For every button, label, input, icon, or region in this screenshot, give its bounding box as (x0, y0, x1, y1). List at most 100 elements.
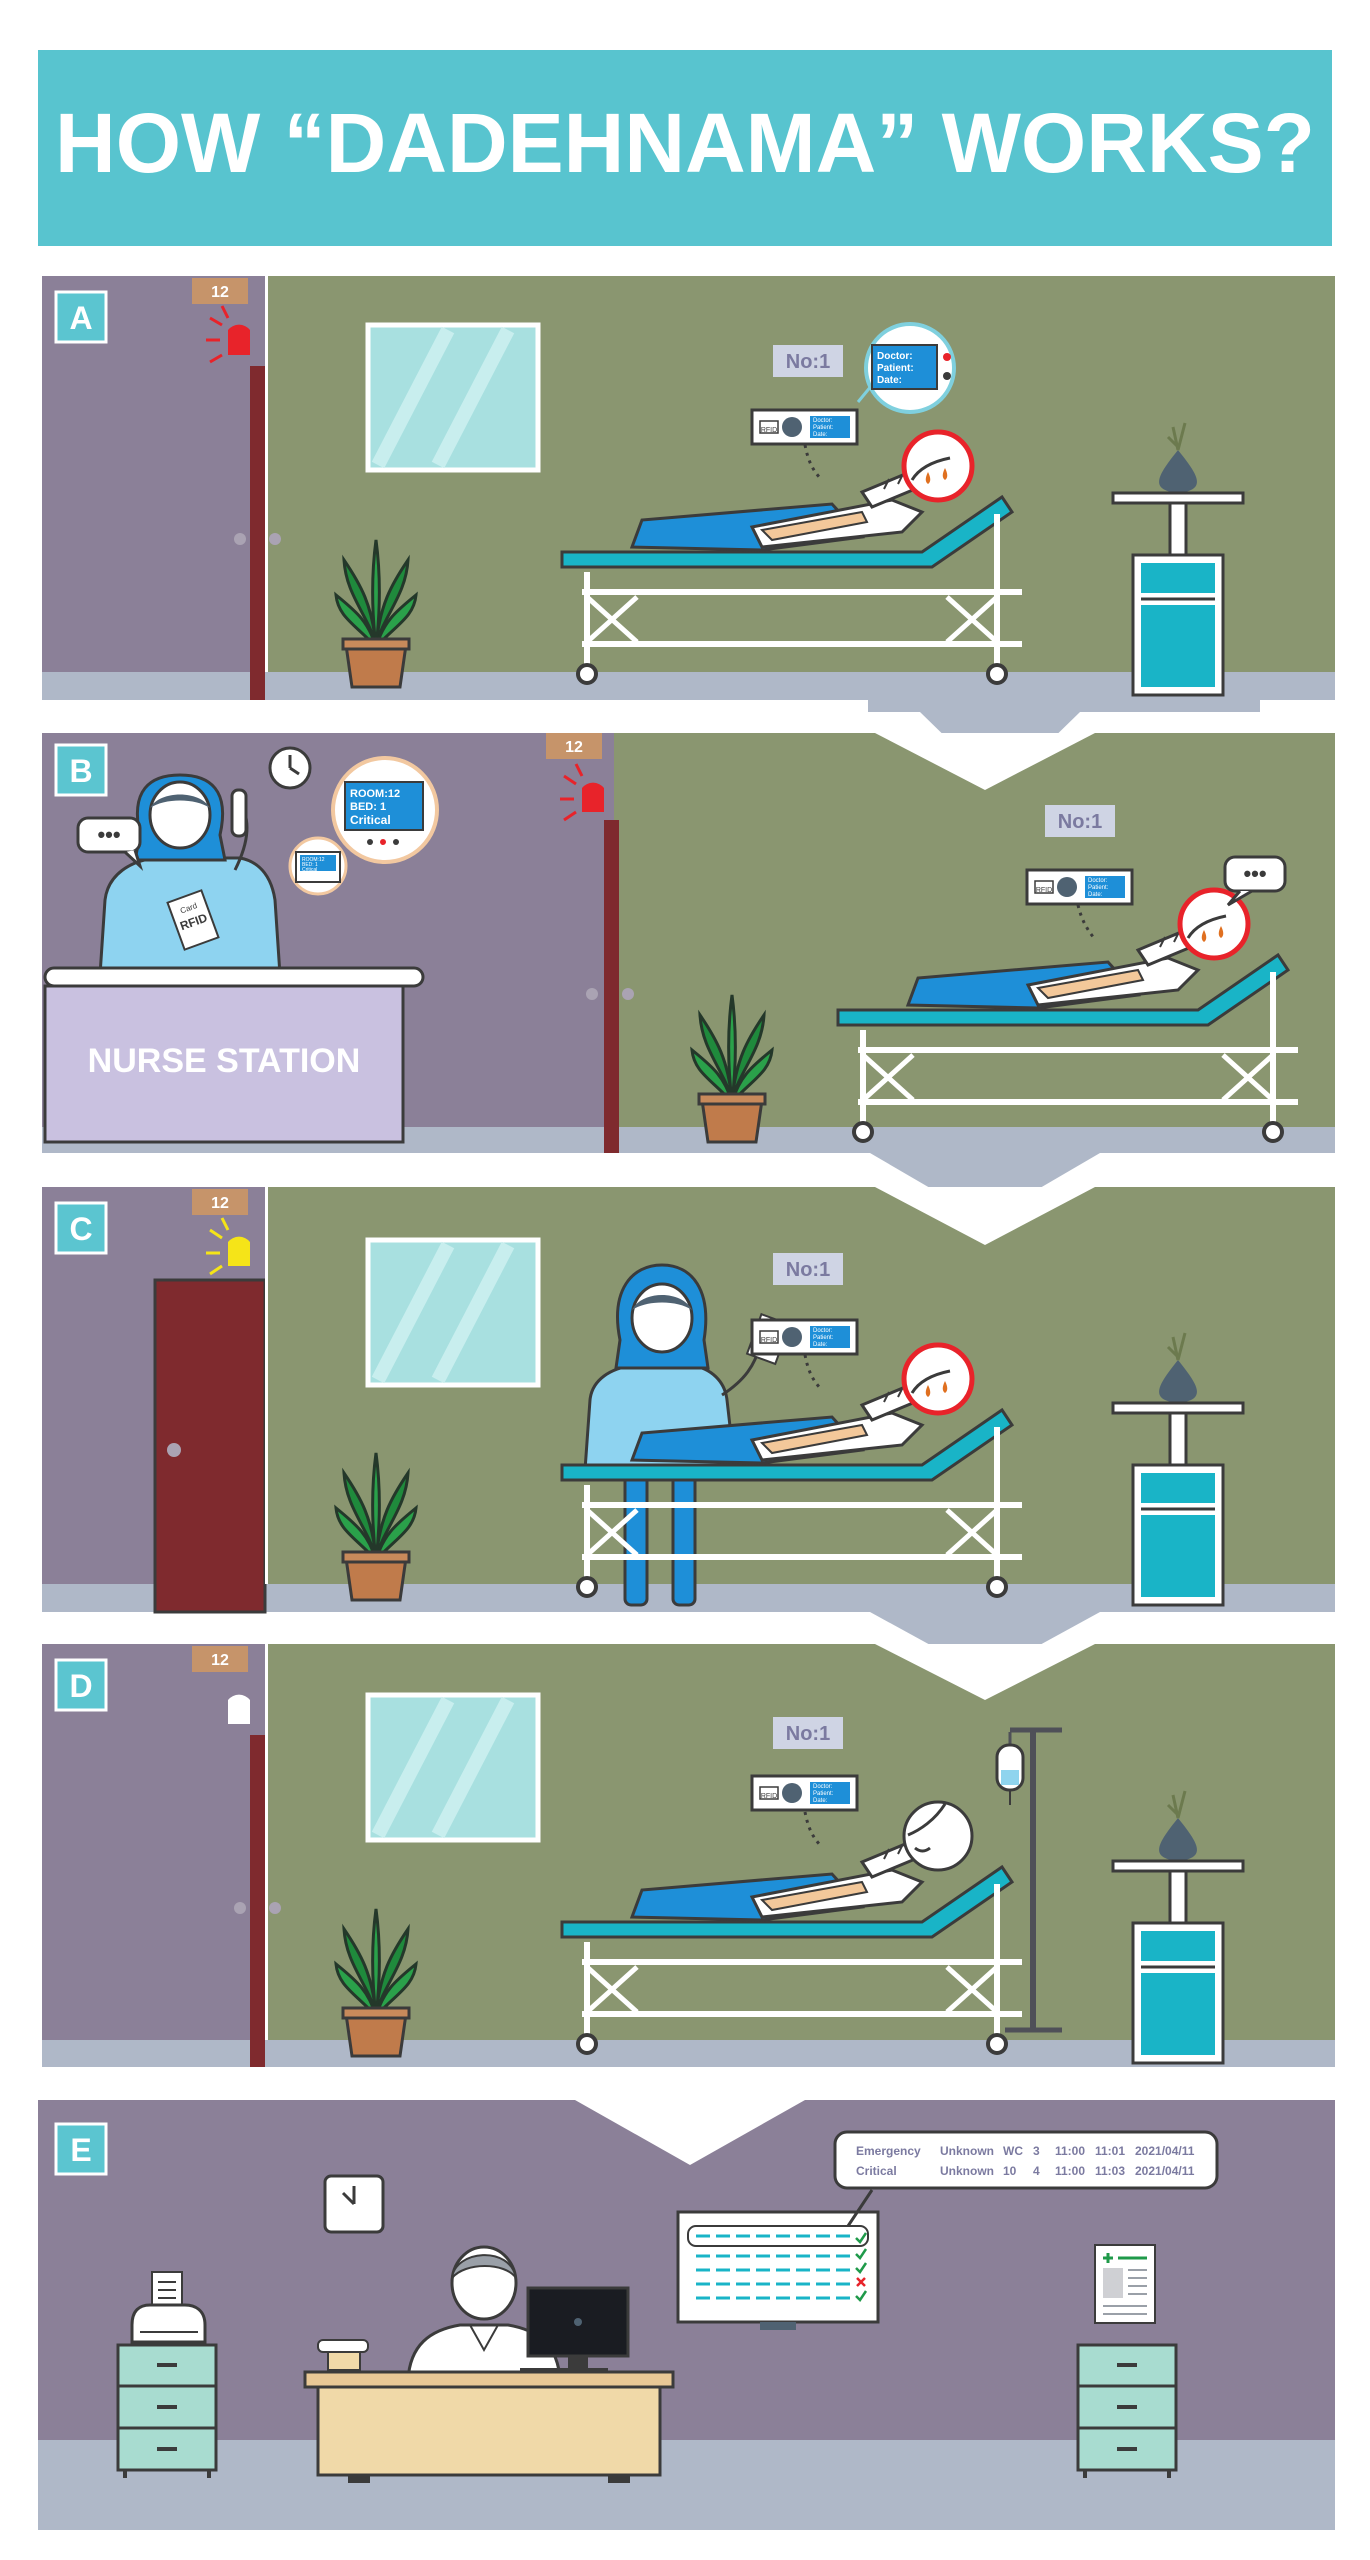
panel-a: 12 A No:1 RFID Doctor: Patient: (42, 276, 1335, 790)
svg-text:12: 12 (211, 284, 229, 301)
svg-text:Date:: Date: (813, 432, 828, 438)
svg-text:•••: ••• (97, 822, 120, 847)
corridor-wall (42, 1644, 265, 2067)
svg-text:No:1: No:1 (1058, 811, 1102, 833)
desk-phone-icon (317, 2339, 369, 2371)
alarm-light-red-icon (206, 305, 250, 364)
svg-text:11:00: 11:00 (1055, 2144, 1085, 2158)
rfid-badge: Card RFID (166, 889, 220, 951)
nurse: Card RFID (98, 773, 282, 977)
panel-letter-badge: E (54, 2122, 108, 2176)
header-banner: HOW “DADEHNAMA” WORKS? (38, 50, 1332, 246)
svg-text:Date:: Date: (813, 1342, 828, 1348)
svg-text:3: 3 (1033, 2144, 1040, 2158)
svg-text:BED: 1: BED: 1 (350, 801, 386, 813)
room-number-tag: 12 (546, 733, 602, 759)
svg-text:B: B (69, 753, 92, 789)
window (368, 1240, 538, 1385)
header-background (38, 50, 1332, 246)
svg-text:Doctor:: Doctor: (1088, 878, 1108, 884)
svg-text:ROOM:12: ROOM:12 (302, 857, 325, 863)
svg-text:2021/04/11: 2021/04/11 (1135, 2164, 1195, 2178)
pager-zoom-bubble: ROOM:12 BED: 1 Critical (331, 756, 439, 864)
svg-text:Patient:: Patient: (1088, 885, 1109, 891)
svg-text:Date:: Date: (813, 1798, 828, 1804)
svg-text:Unknown: Unknown (940, 2164, 994, 2178)
panel-d: 12 D No:1 (42, 1644, 1335, 2067)
log-row-2-status: Critical (856, 2164, 897, 2178)
device-number-label: No:1 (773, 1717, 843, 1749)
svg-text:Patient:: Patient: (813, 1335, 834, 1341)
bedside-rfid-device: RFID Doctor: Patient: Date: (750, 1318, 859, 1356)
iv-stand-icon (995, 1727, 1062, 2033)
pager-device: ROOM:12 BED: 1 Critical (288, 836, 348, 896)
svg-text:Patient:: Patient: (813, 425, 834, 431)
svg-text:Doctor:: Doctor: (813, 1784, 833, 1790)
device-number-label: No:1 (773, 345, 843, 377)
speech-bubble-icon: ••• (1223, 855, 1287, 907)
svg-text:Date:: Date: (877, 375, 902, 386)
svg-text:11:00: 11:00 (1055, 2164, 1085, 2178)
wall-clock-icon (268, 746, 312, 790)
window (368, 1695, 538, 1840)
svg-text:12: 12 (565, 739, 583, 756)
speech-bubble-icon: ••• (76, 816, 144, 871)
svg-text:4: 4 (1033, 2164, 1040, 2178)
svg-text:10: 10 (1003, 2164, 1017, 2178)
patient-head-alert (901, 429, 975, 503)
office-desk (303, 2370, 675, 2483)
patient-head-calm (902, 1800, 974, 1872)
room-number-tag: 12 (192, 1189, 248, 1215)
corridor-wall (42, 276, 265, 700)
bedside-rfid-device: RFID Doctor: Patient: Date: (1025, 868, 1134, 906)
filing-cabinet-left (116, 2343, 218, 2478)
patient-head-alert (1177, 887, 1251, 961)
closed-door (153, 1278, 267, 1614)
bedside-rfid-device: RFID Doctor: Patient: Date: (750, 408, 859, 446)
door-frame (604, 820, 619, 1153)
alarm-light-red-icon (560, 763, 604, 822)
svg-text:RFID: RFID (761, 1793, 777, 1800)
svg-text:No:1: No:1 (786, 1259, 830, 1281)
svg-text:Doctor:: Doctor: (813, 1328, 833, 1334)
alarm-light-yellow-icon (206, 1217, 250, 1276)
step-arrow (870, 1153, 1100, 1220)
door-frame (250, 366, 265, 700)
panel-letter-badge: A (54, 290, 108, 344)
filing-cabinet-right (1076, 2343, 1178, 2478)
svg-text:12: 12 (211, 1652, 229, 1669)
device-number-label: No:1 (773, 1253, 843, 1285)
svg-text:11:01: 11:01 (1095, 2144, 1125, 2158)
svg-text:Patient:: Patient: (877, 363, 914, 374)
bedside-rfid-device: RFID Doctor: Patient: Date: (750, 1774, 859, 1812)
page-title: HOW “DADEHNAMA” WORKS? (55, 96, 1315, 190)
panel-letter-badge: C (54, 1201, 108, 1255)
room-number-tag: 12 (192, 1646, 248, 1672)
svg-text:RFID: RFID (761, 1337, 777, 1344)
dashboard-screen (676, 2210, 880, 2330)
svg-text:No:1: No:1 (786, 351, 830, 373)
step-arrow (870, 1612, 1100, 1675)
svg-text:Unknown: Unknown (940, 2144, 994, 2158)
svg-text:•••: ••• (1243, 861, 1266, 886)
svg-text:2021/04/11: 2021/04/11 (1135, 2144, 1195, 2158)
svg-text:WC: WC (1003, 2144, 1023, 2158)
svg-text:Doctor:: Doctor: (877, 351, 913, 362)
svg-text:BED: 1: BED: 1 (302, 862, 318, 868)
svg-text:RFID: RFID (1036, 887, 1052, 894)
wall-clock-icon (323, 2174, 385, 2234)
svg-text:Patient:: Patient: (813, 1791, 834, 1797)
alarm-light-off-icon (228, 1694, 250, 1724)
medical-report-icon (1094, 2244, 1156, 2324)
log-entry-callout: Emergency Unknown WC 3 11:00 11:01 2021/… (833, 2130, 1219, 2190)
step-arrow (868, 700, 1260, 790)
nurse-station-label: NURSE STATION (88, 1042, 361, 1080)
printer-icon (130, 2271, 207, 2344)
svg-text:Doctor:: Doctor: (813, 418, 833, 424)
log-row-1-status: Emergency (856, 2144, 921, 2158)
computer-monitor-icon (520, 2286, 630, 2374)
svg-text:D: D (69, 1668, 92, 1704)
svg-text:E: E (70, 2132, 91, 2168)
panel-letter-badge: B (54, 743, 108, 797)
